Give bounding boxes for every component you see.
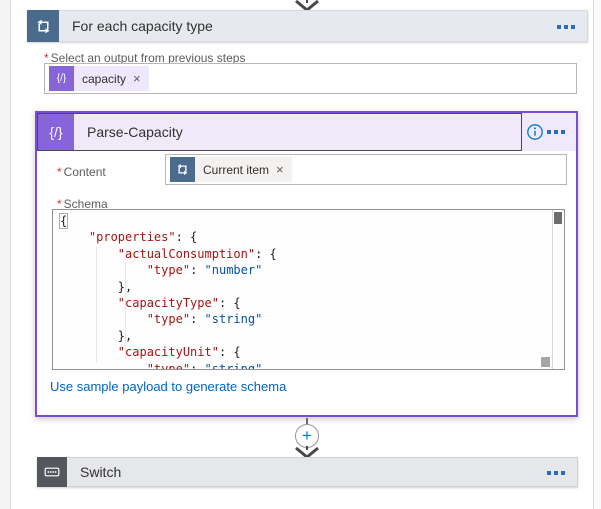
parse-capacity-titlebox[interactable]: {/} Parse-Capacity	[37, 113, 522, 151]
remove-token-icon[interactable]: ×	[133, 71, 141, 86]
editor-hscrollbar-thumb[interactable]	[541, 357, 550, 367]
switch-icon	[37, 457, 67, 487]
switch-title: Switch	[80, 464, 122, 480]
select-output-label: *Select an output from previous steps	[44, 51, 246, 65]
schema-label: *Schema	[57, 197, 108, 211]
select-output-input[interactable]: {/} capacity ×	[44, 63, 577, 94]
parse-json-icon: {/}	[38, 114, 74, 150]
insert-step-button[interactable]: +	[295, 424, 319, 448]
apply-to-each-icon	[170, 157, 195, 182]
indent-guide	[125, 263, 126, 359]
schema-json-code[interactable]: { "properties": { "actualConsumption": {…	[58, 213, 277, 369]
for-each-menu-ellipsis-icon[interactable]	[557, 25, 575, 29]
canvas-left-margin	[0, 0, 11, 509]
required-asterisk: *	[44, 51, 49, 65]
content-label: *Content	[57, 165, 106, 179]
parse-capacity-card: {/} Parse-Capacity *Content	[35, 111, 578, 417]
parse-menu-ellipsis-icon[interactable]	[547, 130, 565, 134]
token-label: Current item	[203, 162, 270, 177]
editor-scrollbar-thumb[interactable]	[554, 212, 562, 224]
indent-guide	[96, 247, 97, 363]
required-asterisk: *	[57, 165, 62, 179]
apply-to-each-icon	[27, 10, 59, 42]
editor-scrollbar-track[interactable]	[552, 210, 564, 369]
schema-code-editor[interactable]: { "properties": { "actualConsumption": {…	[52, 209, 565, 370]
connector-line	[306, 418, 308, 424]
switch-menu-ellipsis-icon[interactable]	[547, 471, 565, 475]
token-label: capacity	[82, 71, 127, 86]
current-item-token[interactable]: Current item ×	[170, 157, 292, 182]
for-each-title: For each capacity type	[72, 18, 213, 34]
info-icon[interactable]	[526, 123, 544, 141]
remove-token-icon[interactable]: ×	[276, 162, 284, 177]
required-asterisk: *	[57, 197, 62, 211]
capacity-token[interactable]: {/} capacity ×	[49, 66, 149, 91]
for-each-step-header[interactable]: For each capacity type	[27, 10, 588, 42]
switch-step-header[interactable]: Switch	[37, 457, 578, 487]
parse-capacity-header[interactable]: {/} Parse-Capacity	[37, 113, 576, 151]
content-input[interactable]: Current item ×	[165, 154, 567, 185]
dynamic-content-icon: {/}	[49, 66, 74, 91]
vertical-scrollbar-track[interactable]	[593, 0, 601, 509]
plus-icon: +	[302, 426, 312, 445]
use-sample-payload-link[interactable]: Use sample payload to generate schema	[50, 379, 287, 394]
parse-capacity-title: Parse-Capacity	[87, 124, 183, 140]
